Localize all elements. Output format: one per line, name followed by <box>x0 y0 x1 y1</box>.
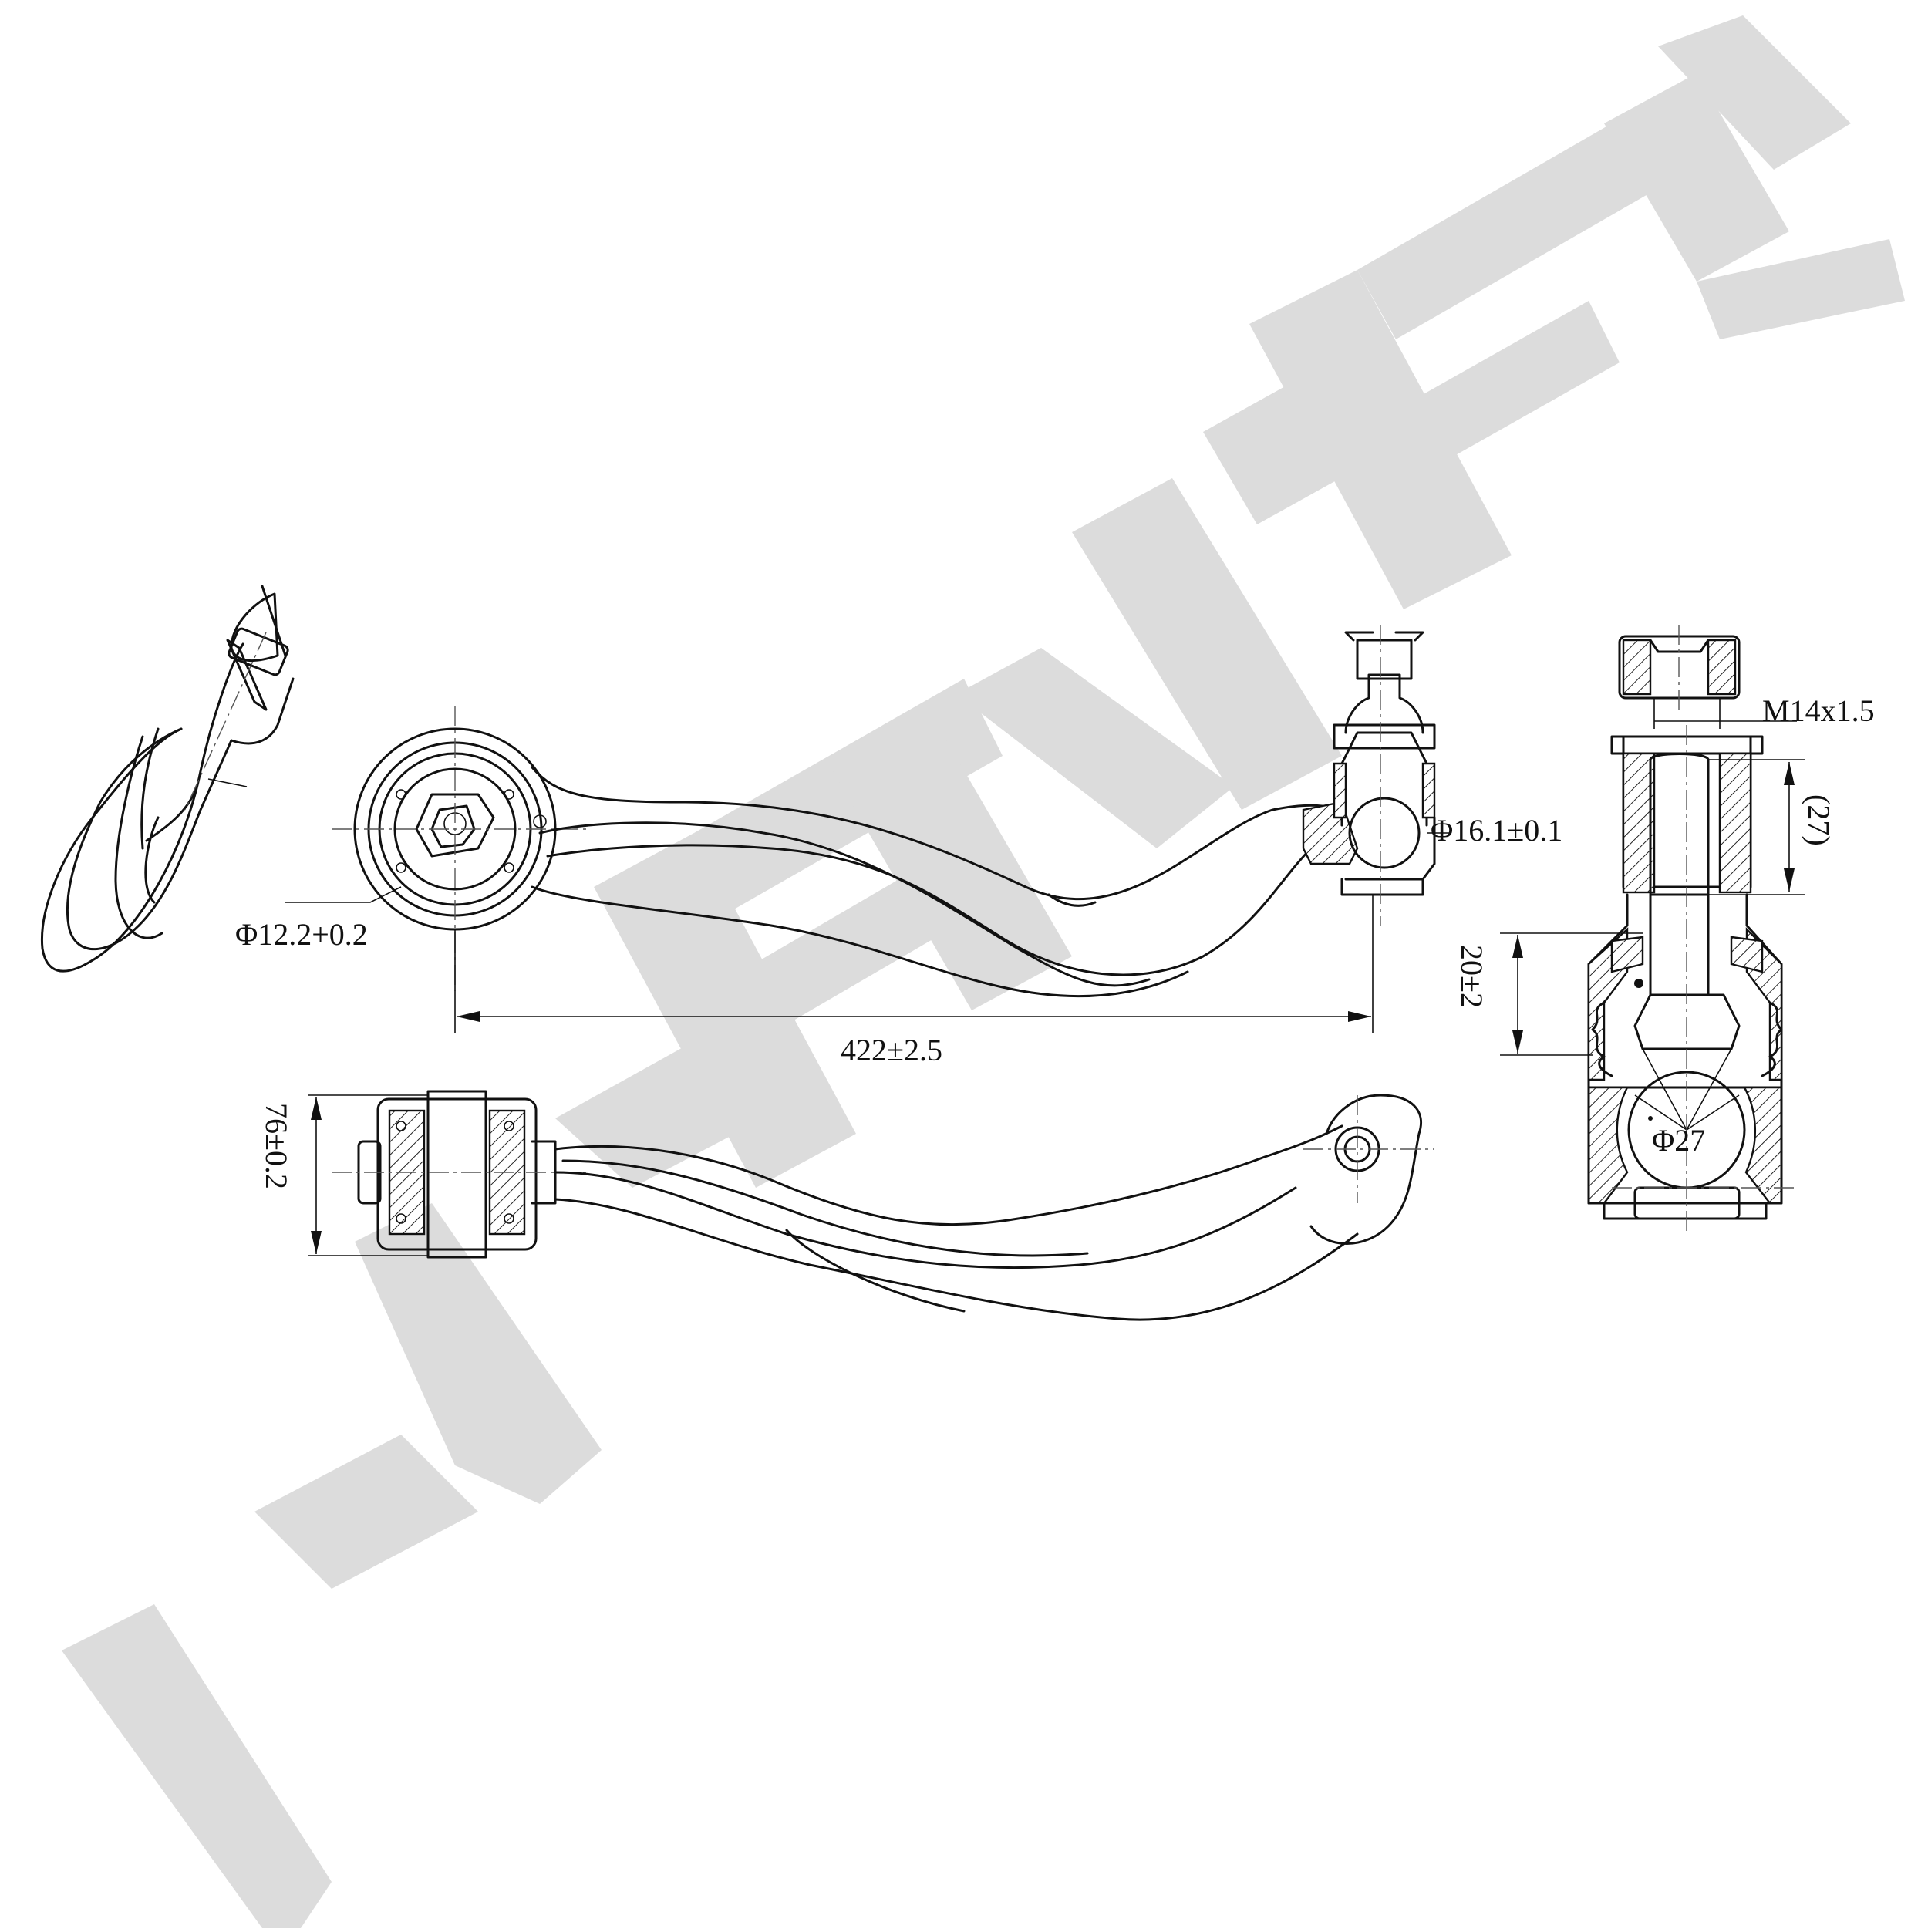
bushing-width-label: 76±0.2 <box>259 1103 294 1189</box>
perspective-view <box>40 585 295 973</box>
height-label: 20±2 <box>1454 945 1489 1008</box>
length-label: 422±2.5 <box>841 1033 942 1067</box>
arm-top-view <box>285 625 1436 1033</box>
ball-pin-diameter-label: Φ16.1±0.1 <box>1431 813 1562 848</box>
ball-joint-section <box>1427 625 1805 1234</box>
arm-side-view <box>308 1090 1434 1321</box>
thread-label: M14x1.5 <box>1762 693 1875 728</box>
watermark-logo <box>62 15 1905 1928</box>
thread-length-label: (27) <box>1802 794 1836 846</box>
ball-diameter-label: Φ27 <box>1652 1123 1705 1158</box>
bore-diameter-label: Φ12.2+0.2 <box>235 917 368 952</box>
